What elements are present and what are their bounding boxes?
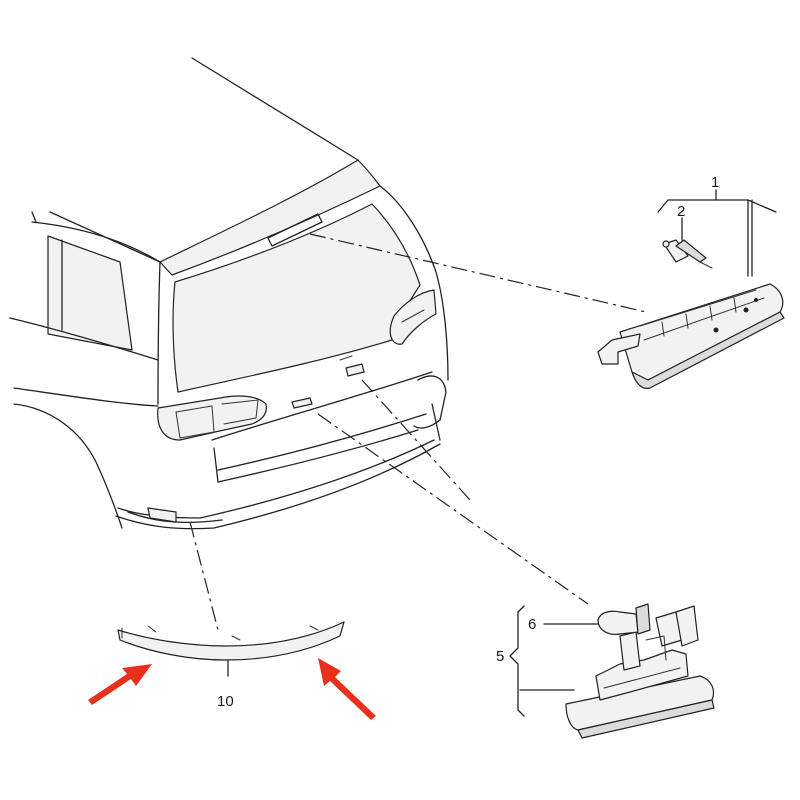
callout-2-label: 2 xyxy=(677,203,685,220)
red-arrow-left xyxy=(88,664,152,705)
callout-10-label: 10 xyxy=(217,693,234,710)
callout-1-label: 1 xyxy=(711,174,719,191)
red-arrow-right xyxy=(318,658,376,720)
vehicle-rear xyxy=(9,57,449,530)
wedge-bulb xyxy=(597,603,651,635)
callout-5-bracket xyxy=(509,605,575,717)
license-plate-light xyxy=(565,605,715,739)
bulb-holder xyxy=(662,239,713,269)
trim-strip xyxy=(117,621,345,677)
leader-lines xyxy=(189,233,647,631)
callout-5-label: 5 xyxy=(496,648,504,665)
red-arrows xyxy=(88,658,376,720)
callout-6-label: 6 xyxy=(528,616,536,633)
brake-light-assembly xyxy=(597,283,785,389)
callout-1-bracket xyxy=(657,189,777,277)
